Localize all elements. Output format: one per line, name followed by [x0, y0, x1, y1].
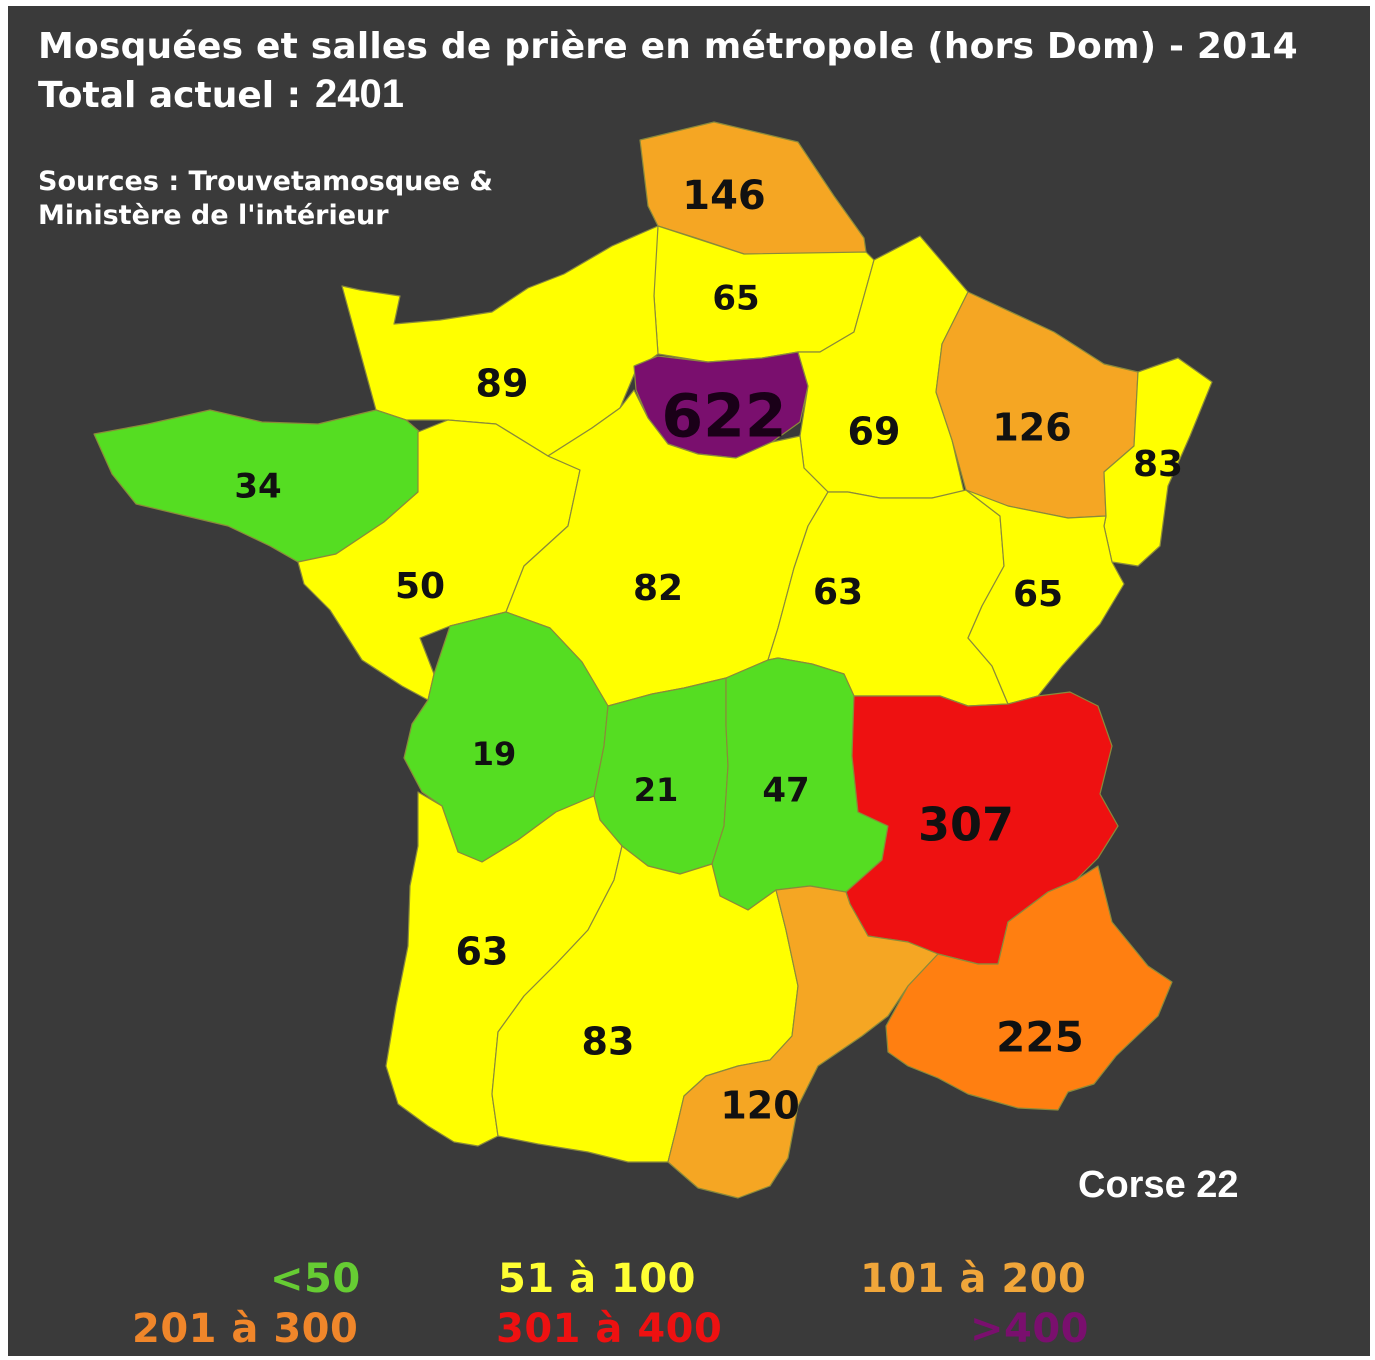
region-value-bretagne: 34	[234, 467, 281, 507]
legend-51-100: 51 à 100	[498, 1256, 697, 1302]
region-value-alsace: 83	[1133, 444, 1183, 485]
legend-gt400: >400	[970, 1306, 1090, 1352]
region-value-limousin: 21	[634, 771, 679, 809]
sources-line-1: Sources : Trouvetamosquee &	[38, 166, 493, 197]
sources-line-2: Ministère de l'intérieur	[38, 200, 389, 231]
region-value-languedoc-roussillon: 120	[720, 1084, 799, 1128]
legend-101-200: 101 à 200	[860, 1256, 1087, 1302]
region-alsace	[1103, 357, 1213, 567]
legend-201-300: 201 à 300	[132, 1306, 359, 1352]
region-value-auvergne: 47	[762, 771, 809, 811]
region-value-midi-pyrenees: 83	[582, 1020, 635, 1064]
total-value: 2401	[315, 72, 405, 116]
total-line: Total actuel : 2401	[38, 72, 404, 117]
region-value-pays-de-la-loire: 50	[395, 566, 445, 607]
region-value-bourgogne: 63	[813, 572, 863, 613]
total-label: Total actuel :	[38, 75, 302, 116]
region-value-nord-pas-de-calais: 146	[682, 173, 766, 219]
corse-label: Corse 22	[1078, 1164, 1239, 1206]
region-value-centre: 82	[633, 568, 683, 609]
region-value-poitou-charentes: 19	[472, 735, 517, 773]
legend-lt50: <50	[270, 1256, 361, 1302]
region-value-champagne-ardenne: 69	[848, 410, 901, 454]
region-value-normandie: 89	[476, 362, 529, 406]
region-franche-comte	[965, 489, 1125, 705]
region-value-rhone-alpes: 307	[918, 798, 1014, 852]
region-value-picardie: 65	[712, 279, 759, 319]
region-value-lorraine: 126	[992, 406, 1071, 450]
legend-301-400: 301 à 400	[496, 1306, 723, 1352]
region-value-franche-comte: 65	[1013, 574, 1063, 615]
region-value-provence-alpes-cote-dazur: 225	[996, 1013, 1084, 1062]
map-title: Mosquées et salles de prière en métropol…	[38, 26, 1298, 67]
map-frame: 146 65 89 622 69 126 83 34 50 82 63 65 19 21 47 307 63 83…	[8, 6, 1370, 1356]
region-value-ile-de-france: 622	[661, 382, 786, 452]
france-map: 146 65 89 622 69 126 83 34 50 82 63 65 19 21 47 307 63 83…	[93, 121, 1213, 1199]
region-provence-alpes-cote-dazur	[885, 865, 1173, 1111]
region-languedoc-roussillon	[667, 885, 939, 1199]
region-value-aquitaine: 63	[456, 930, 509, 974]
